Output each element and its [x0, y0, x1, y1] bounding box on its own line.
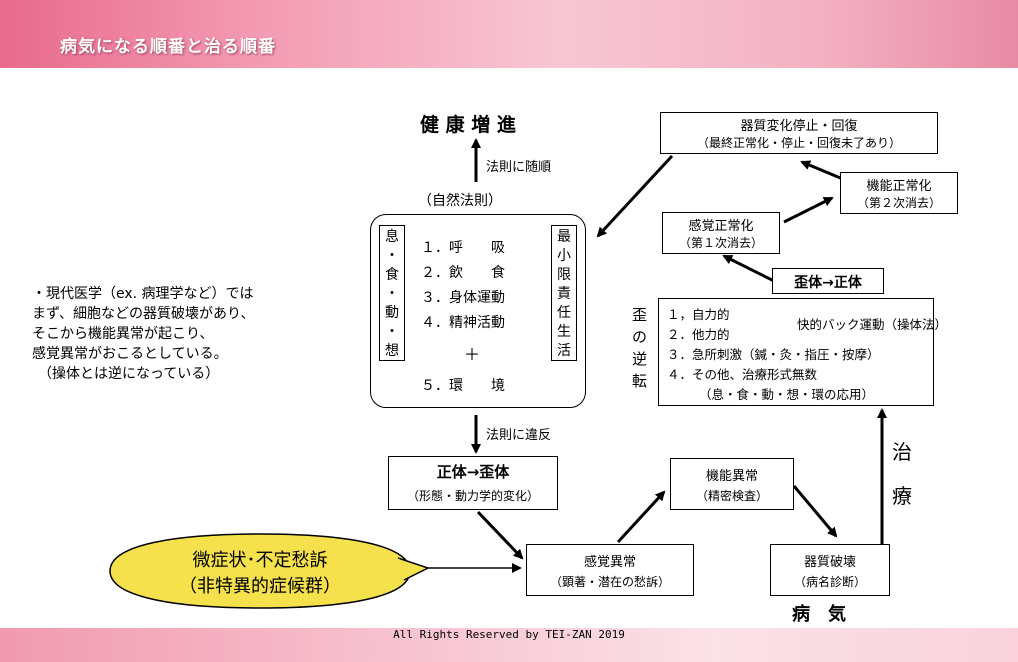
reverse-footer: （息・食・動・想・環の応用）: [699, 387, 875, 402]
vertical-char: 動: [385, 305, 399, 321]
page-title: 病気になる順番と治る順番: [60, 37, 276, 57]
arrow-distortion-to-sensory: [476, 510, 524, 560]
arrow-organic-to-lifestyle: [596, 154, 674, 238]
note-line: まず、細胞などの器質破壊があり、: [32, 306, 255, 322]
disease-label: 病 気: [792, 604, 846, 625]
functional-normal-box: 機能正常化 （第２次消去）: [840, 172, 958, 214]
note-line: （操体とは逆になっている）: [38, 366, 220, 382]
activity-environment: ５．環 境: [421, 378, 505, 394]
vertical-char: 想: [385, 343, 399, 359]
vertical-char: 小: [557, 248, 571, 264]
method-other-forms: ４．その他、治療形式無数: [667, 367, 818, 382]
footer-white-strip: [0, 606, 1018, 628]
functional-normal-sub: （第２次消去）: [856, 196, 941, 210]
activity-mental: ４．精神活動: [421, 315, 505, 331]
lifestyle-box: 息 ・ 食 ・ 動 ・ 想 最 小 限 責 任 生 活 １．呼 吸 ２．飲 食 …: [370, 214, 586, 408]
functional-abnormal-box: 機能異常 （精密検査）: [670, 458, 794, 510]
rule-follow-label: 法則に随順: [486, 160, 552, 175]
method-self: １，自力的: [667, 307, 730, 322]
functional-abnormal-sub: （精密検査）: [695, 489, 768, 503]
breath-food-move-thought-box: 息 ・ 食 ・ 動 ・ 想: [379, 225, 405, 361]
arrow-sensory-to-functional-normal: [783, 196, 834, 224]
note-line: ・現代医学（ex. 病理学など）では: [32, 286, 254, 302]
sensory-normal-box: 感覚正常化 （第１次消去）: [662, 212, 780, 254]
note-line: そこから機能異常が起こり、: [32, 326, 214, 342]
copyright-text: All Rights Reserved by TEI-ZAN 2019: [393, 628, 625, 641]
organic-destruction-title: 器質破壊: [803, 555, 856, 570]
reverse-char: 逆: [632, 350, 648, 368]
sensory-abnormal-box: 感覚異常 （顕著・潜在の愁訴）: [526, 544, 694, 596]
activity-body-movement: ３．身体運動: [421, 290, 505, 306]
vertical-char: 責: [557, 286, 571, 302]
arrow-functional-to-organic: [792, 485, 838, 538]
restore-body-box: 歪体→正体: [772, 268, 884, 294]
bubble-line2: （非特異的症候群）: [179, 576, 341, 597]
organic-stop-box: 器質変化停止・回復 （最終正常化・停止・回復未了あり）: [660, 112, 938, 154]
note-line: 感覚異常がおこるとしている。: [32, 346, 228, 362]
rule-violate-label: 法則に違反: [486, 428, 552, 443]
organic-destruction-box: 器質破壊 （病名診断）: [770, 544, 890, 596]
reverse-char: 歪: [632, 306, 648, 324]
sensory-abnormal-title: 感覚異常: [583, 555, 636, 570]
functional-normal-title: 機能正常化: [866, 179, 932, 194]
activity-breathing: １．呼 吸: [421, 240, 505, 256]
treatment-label: 治 療: [892, 430, 912, 518]
reverse-methods-box: １，自力的 ２．他力的 快的バック運動（操体法） ３．急所刺激（鍼・灸・指圧・按…: [658, 298, 947, 406]
restore-body-label: 歪体→正体: [794, 275, 862, 291]
vertical-char: 最: [557, 229, 571, 245]
arrow-sensory-to-functional: [616, 490, 666, 544]
reverse-char: 転: [632, 372, 648, 390]
header-banner: 病気になる順番と治る順番: [0, 0, 1018, 68]
distortion-box: 正体→歪体 （形態・動力学的変化）: [388, 456, 558, 510]
health-promotion-label: 健 康 増 進: [420, 114, 516, 136]
bubble-line1: 微症状･不定愁訴: [192, 550, 328, 571]
vertical-char: 息: [385, 229, 399, 245]
functional-abnormal-title: 機能異常: [705, 469, 758, 484]
vertical-char: ・: [385, 324, 399, 340]
method-other: ２．他力的: [667, 327, 730, 342]
vertical-char: ・: [385, 286, 399, 302]
activity-eating: ２．飲 食: [421, 265, 505, 281]
vertical-char: 食: [385, 267, 399, 283]
organic-stop-title: 器質変化停止・回復: [740, 119, 858, 134]
pleasant-movement-label: 快的バック運動（操体法）: [797, 317, 948, 332]
sensory-abnormal-sub: （顕著・潜在の愁訴）: [549, 575, 670, 589]
vertical-char: 限: [557, 267, 571, 283]
sensory-normal-sub: （第１次消去）: [678, 236, 763, 250]
reverse-char: の: [632, 328, 648, 346]
treatment-char: 療: [892, 484, 912, 508]
symptom-callout-bubble: [109, 533, 428, 609]
distortion-sub: （形態・動力学的変化）: [406, 489, 539, 503]
natural-law-label: （自然法則）: [418, 193, 502, 209]
distortion-title: 正体→歪体: [436, 463, 510, 481]
arrow-reverse-to-sensory-normal: [722, 254, 781, 286]
vertical-char: 活: [557, 343, 571, 359]
vertical-char: 生: [557, 324, 571, 340]
treatment-char: 治: [892, 440, 912, 464]
vertical-char: ・: [385, 248, 399, 264]
organic-destruction-sub: （病名診断）: [793, 575, 866, 589]
plus-sign: ＋: [464, 345, 481, 364]
left-note: ・現代医学（ex. 病理学など）では まず、細胞などの器質破壊があり、 そこから…: [32, 284, 254, 384]
organic-stop-sub: （最終正常化・停止・回復未了あり）: [696, 136, 901, 150]
reverse-distortion-label: 歪 の 逆 転: [632, 304, 647, 392]
sensory-normal-title: 感覚正常化: [688, 219, 754, 234]
minimum-responsibility-box: 最 小 限 責 任 生 活: [551, 225, 577, 361]
method-vital-point: ３．急所刺激（鍼・灸・指圧・按摩）: [667, 347, 880, 362]
vertical-char: 任: [557, 305, 571, 321]
